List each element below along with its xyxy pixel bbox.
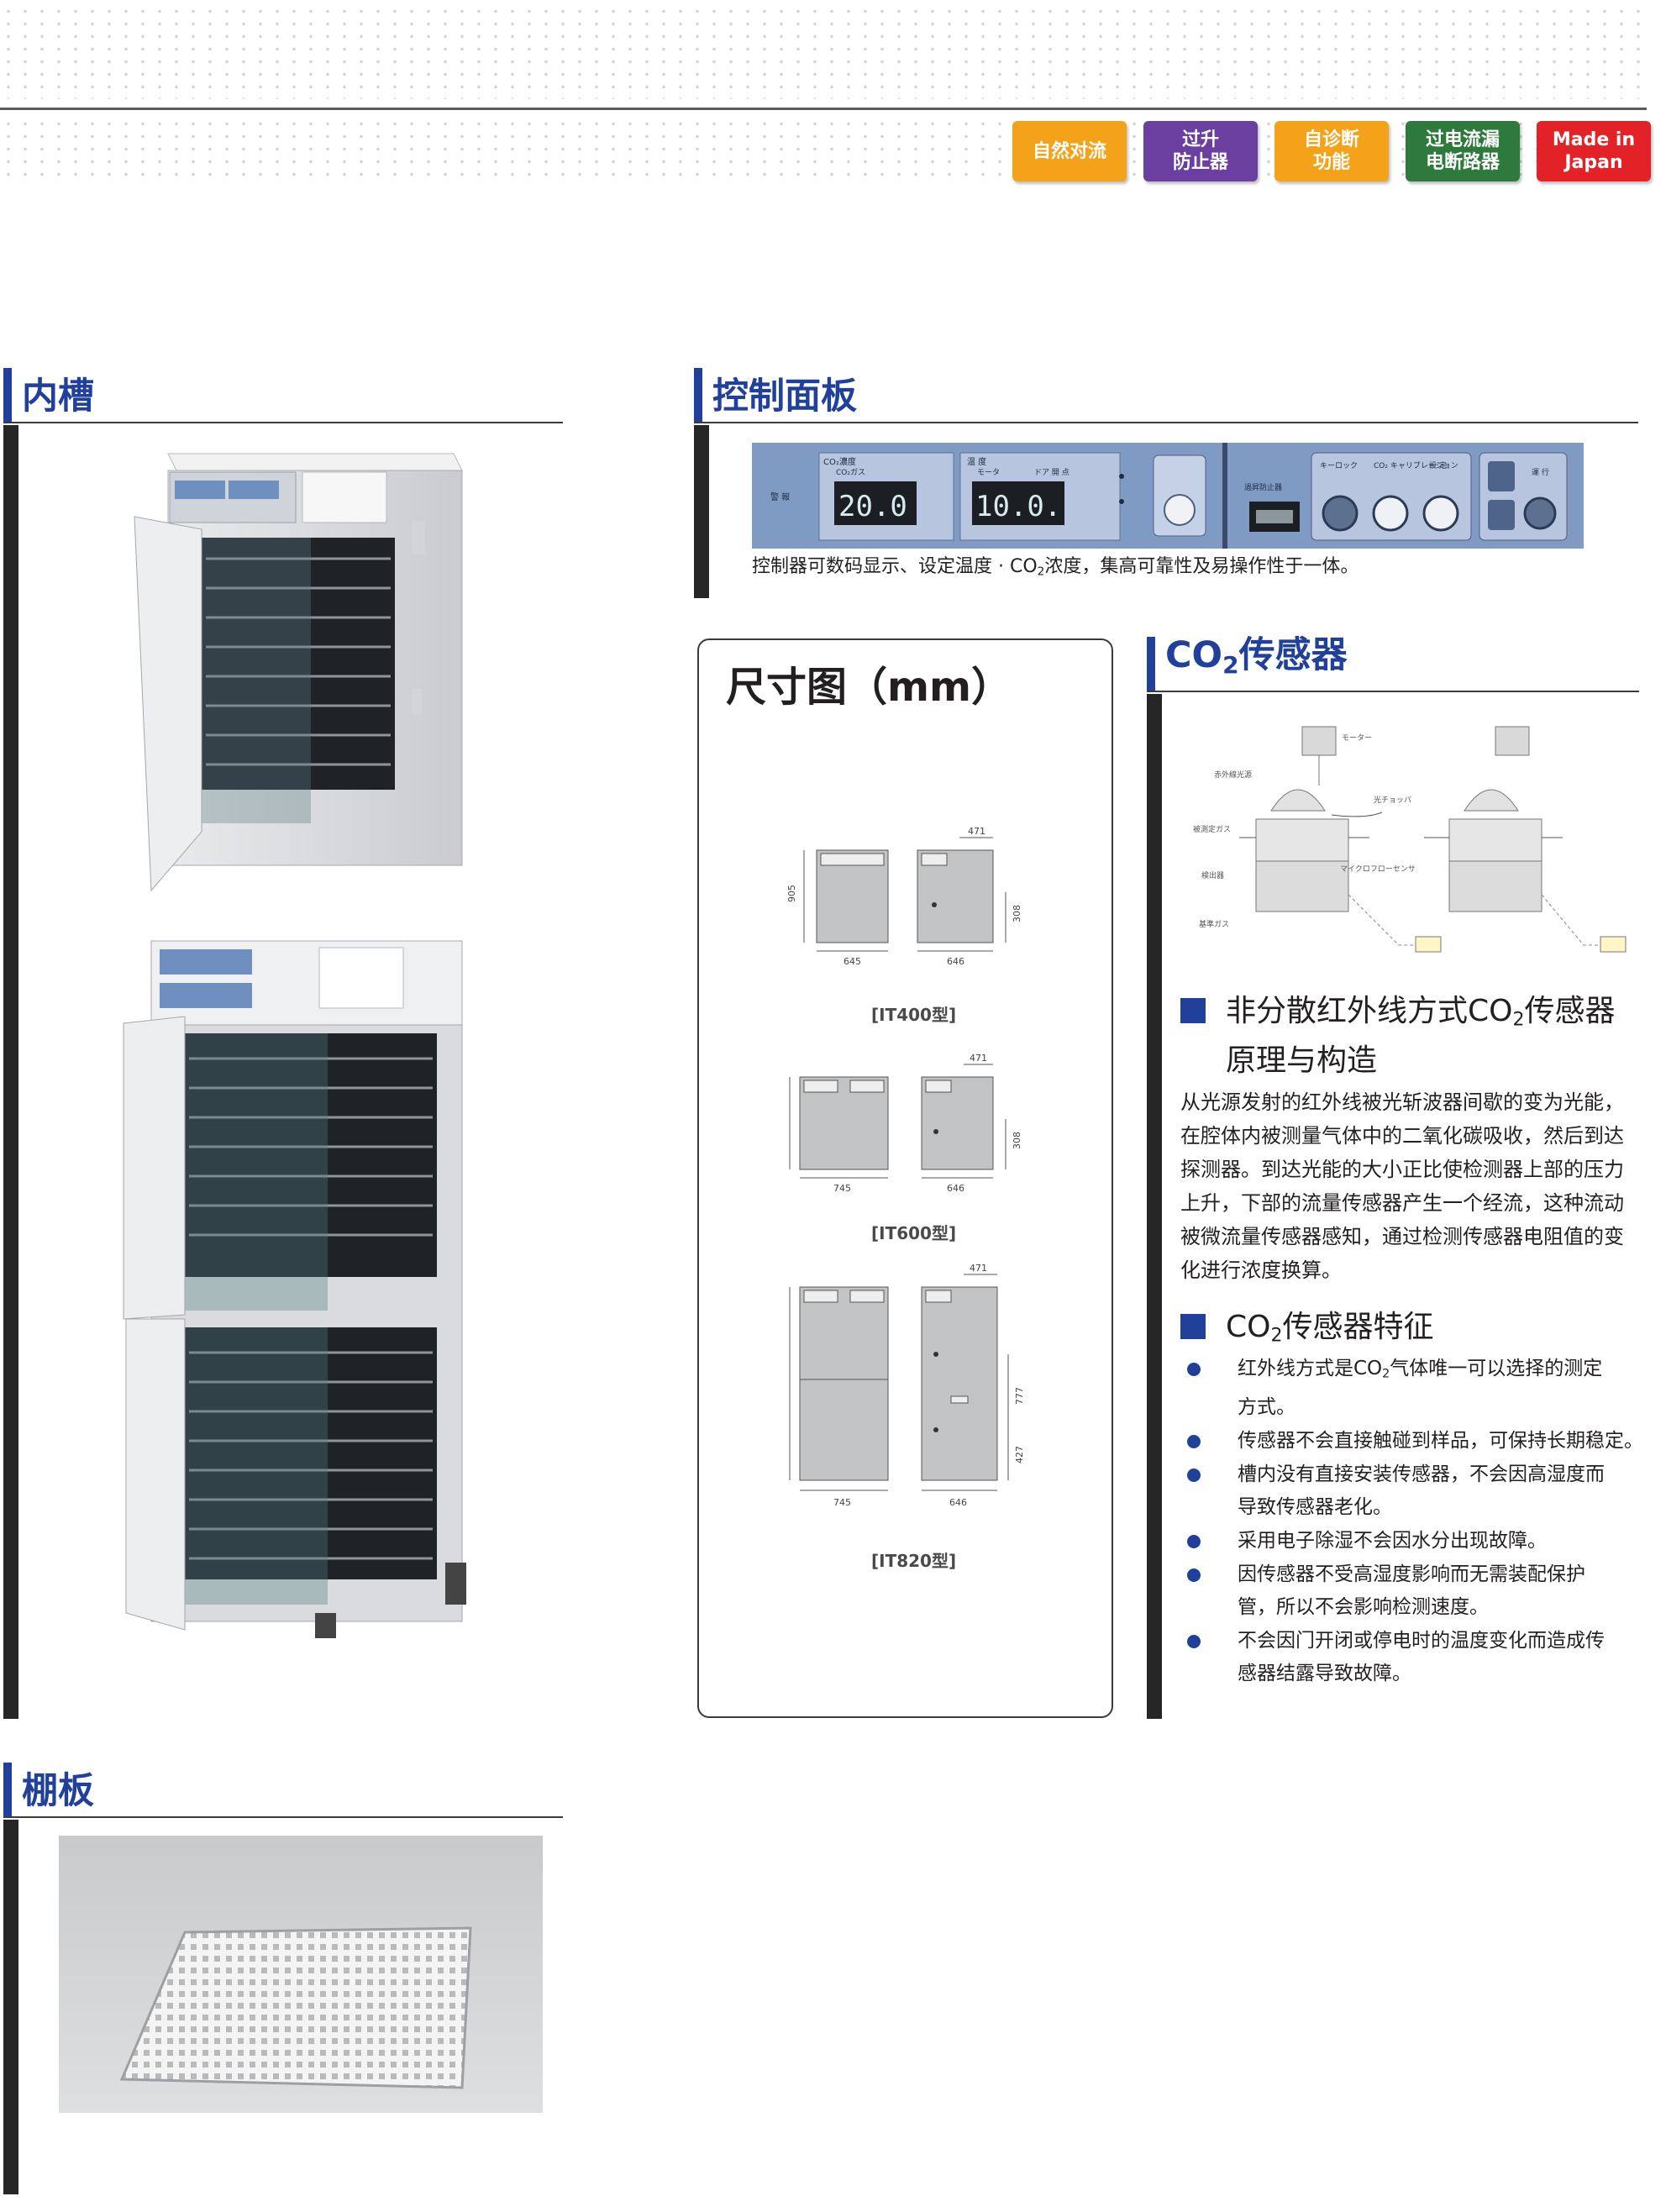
label-co2-gas: CO₂ガス — [836, 468, 865, 477]
label-calibration: CO₂ キャリブレーション — [1374, 460, 1458, 470]
heading-square-icon — [1180, 998, 1206, 1023]
section-rail-co2-sensor — [1147, 694, 1162, 1719]
section-title-control-panel: 控制面板 — [694, 368, 1638, 423]
diagram-chopper: 光チョッパ — [1374, 795, 1411, 805]
incubator-double-photo — [123, 940, 466, 1638]
section-title-inner-tank: 内槽 — [3, 368, 563, 423]
feature-badges: 自然对流 过升 防止器 自诊断 功能 过电流漏 电断路器 Made in Jap… — [1012, 121, 1651, 181]
diagram-detector: 検出器 — [1201, 870, 1224, 880]
label-temperature: 温 度 — [967, 456, 986, 467]
list-item: 采用电子除湿不会因水分出现故障。 — [1180, 1525, 1651, 1558]
control-panel-photo: 警 報 CO₂濃度 CO₂ガス 20.0 温 度 モータ ドア 開 点 10.0… — [752, 443, 1584, 549]
dimension-title: 尺寸图（mm） — [726, 664, 1012, 711]
it820-depth: 646 — [949, 1497, 967, 1508]
section-rail-control-panel — [694, 425, 709, 598]
dimension-drawing-panel: 尺寸图（mm） 905 645 646 471 308 [IT400型] 905… — [697, 638, 1113, 1718]
section-rail-inner-tank — [3, 425, 18, 1719]
header-dot-pattern — [0, 5, 1647, 99]
list-item: 因传感器不受高湿度影响而无需装配保护管，所以不会影响检测速度。 — [1180, 1558, 1651, 1624]
it400-drawing: 905 645 646 471 308 — [786, 826, 1022, 967]
co2-display: 20.0 — [838, 490, 907, 523]
badge-leakage-breaker: 过电流漏 电断路器 — [1406, 121, 1520, 181]
badge-natural-convection: 自然对流 — [1012, 121, 1127, 181]
label-alarm: 警 報 — [770, 491, 790, 502]
it820-top: 471 — [970, 1263, 987, 1274]
it600-inner: 308 — [1012, 1132, 1022, 1149]
it820-drawing: 1811 745 646 471 777 427 — [783, 1263, 1025, 1508]
list-item: 红外线方式是CO2气体唯一可以选择的测定方式。 — [1180, 1353, 1651, 1424]
diagram-measured-gas: 被測定ガス — [1193, 824, 1231, 834]
diagram-light-source: 赤外線光源 — [1214, 770, 1252, 780]
it600-depth: 646 — [947, 1183, 964, 1194]
label-run: 運 行 — [1532, 467, 1549, 477]
heading-square-icon — [1180, 1314, 1206, 1339]
label-set: 設 定 — [1429, 460, 1447, 470]
features-list: 红外线方式是CO2气体唯一可以选择的测定方式。 传感器不会直接触碰到样品，可保持… — [1180, 1353, 1651, 1691]
shelf-photo — [59, 1836, 543, 2113]
header-rule — [0, 108, 1647, 110]
it400-label: [IT400型] — [871, 1005, 957, 1025]
incubator-single-photo — [134, 453, 463, 892]
it820-width: 745 — [833, 1497, 851, 1508]
label-key-lock: キーロック — [1320, 461, 1358, 470]
principle-body: 从光源发射的红外线被光斩波器间歇的变为光能， 在腔体内被测量气体中的二氧化碳吸收… — [1180, 1090, 1624, 1282]
it820-inner-lower: 427 — [1014, 1446, 1025, 1463]
label-door: ドア 開 点 — [1034, 468, 1069, 477]
badge-overheat-protector: 过升 防止器 — [1143, 121, 1258, 181]
it400-inner: 308 — [1012, 905, 1022, 922]
section-rail-shelf — [3, 1820, 18, 2194]
diagram-motor: モーター — [1342, 733, 1372, 743]
it600-label: [IT600型] — [871, 1223, 957, 1243]
it400-width: 645 — [844, 956, 861, 967]
principle-heading: 非分散红外线方式CO2传感器 原理与构造 — [1180, 991, 1616, 1081]
it600-drawing: 905 745 646 471 308 — [783, 1053, 1022, 1194]
it600-width: 745 — [833, 1183, 851, 1194]
it820-inner-upper: 777 — [1014, 1387, 1025, 1405]
list-item: 不会因门开闭或停电时的温度变化而造成传感器结露导致故障。 — [1180, 1625, 1651, 1690]
diagram-flow-sensor: マイクロフローセンサ — [1340, 864, 1416, 874]
it400-top: 471 — [968, 826, 985, 837]
section-title-shelf: 棚板 — [3, 1763, 563, 1818]
section-title-co2-sensor: CO2传感器 — [1147, 634, 1639, 692]
control-panel-caption: 控制器可数码显示、设定温度 · CO2浓度，集高可靠性及易操作性于一体。 — [752, 556, 1359, 579]
it400-height: 905 — [786, 885, 797, 902]
it820-label: [IT820型] — [871, 1551, 957, 1571]
label-co2-concentration: CO₂濃度 — [823, 456, 856, 467]
label-motor: モータ — [977, 468, 1000, 477]
it600-top: 471 — [970, 1053, 987, 1064]
list-item: 传感器不会直接触碰到样品，可保持长期稳定。 — [1180, 1425, 1651, 1458]
features-heading: CO2传感器特征 — [1180, 1307, 1434, 1357]
diagram-reference-gas: 基準ガス — [1199, 919, 1229, 929]
it400-depth: 646 — [947, 956, 964, 967]
label-dial: 過昇防止器 — [1244, 482, 1282, 492]
it820-height: 1811 — [783, 1377, 784, 1400]
badge-self-diagnosis: 自诊断 功能 — [1274, 121, 1389, 181]
it600-height: 905 — [783, 1118, 784, 1136]
list-item: 槽内没有直接安装传感器，不会因高湿度而导致传感器老化。 — [1180, 1458, 1651, 1524]
badge-made-in-japan: Made in Japan — [1537, 121, 1651, 181]
temperature-display: 10.0. — [975, 490, 1061, 523]
co2-sensor-diagram: モーター 赤外線光源 光チョッパ 被測定ガス 検出器 マイクロフローセンサ 基準… — [1193, 726, 1627, 953]
